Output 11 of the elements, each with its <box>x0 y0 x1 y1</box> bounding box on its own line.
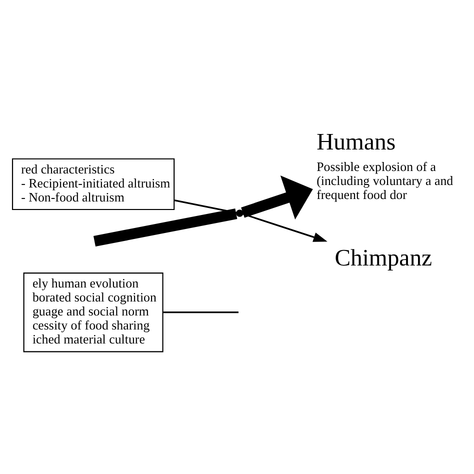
connector <box>163 311 238 313</box>
node-text: Humans <box>316 128 396 155</box>
arrow <box>242 212 328 242</box>
node-box: ely human evolution borated social cognition guage and social norm cessity of food sharing iched material culture <box>23 272 164 352</box>
node-box: red characteristics - Recipient-initiated altruism - Non-food altruism <box>12 158 175 210</box>
node-text: Chimpanz <box>334 245 432 272</box>
connector <box>93 208 238 246</box>
node-point <box>236 209 244 216</box>
arrow <box>241 175 313 220</box>
connector <box>174 199 237 214</box>
node-label: Possible explosion of a (including voluntary a and frequent food dor <box>316 158 454 202</box>
